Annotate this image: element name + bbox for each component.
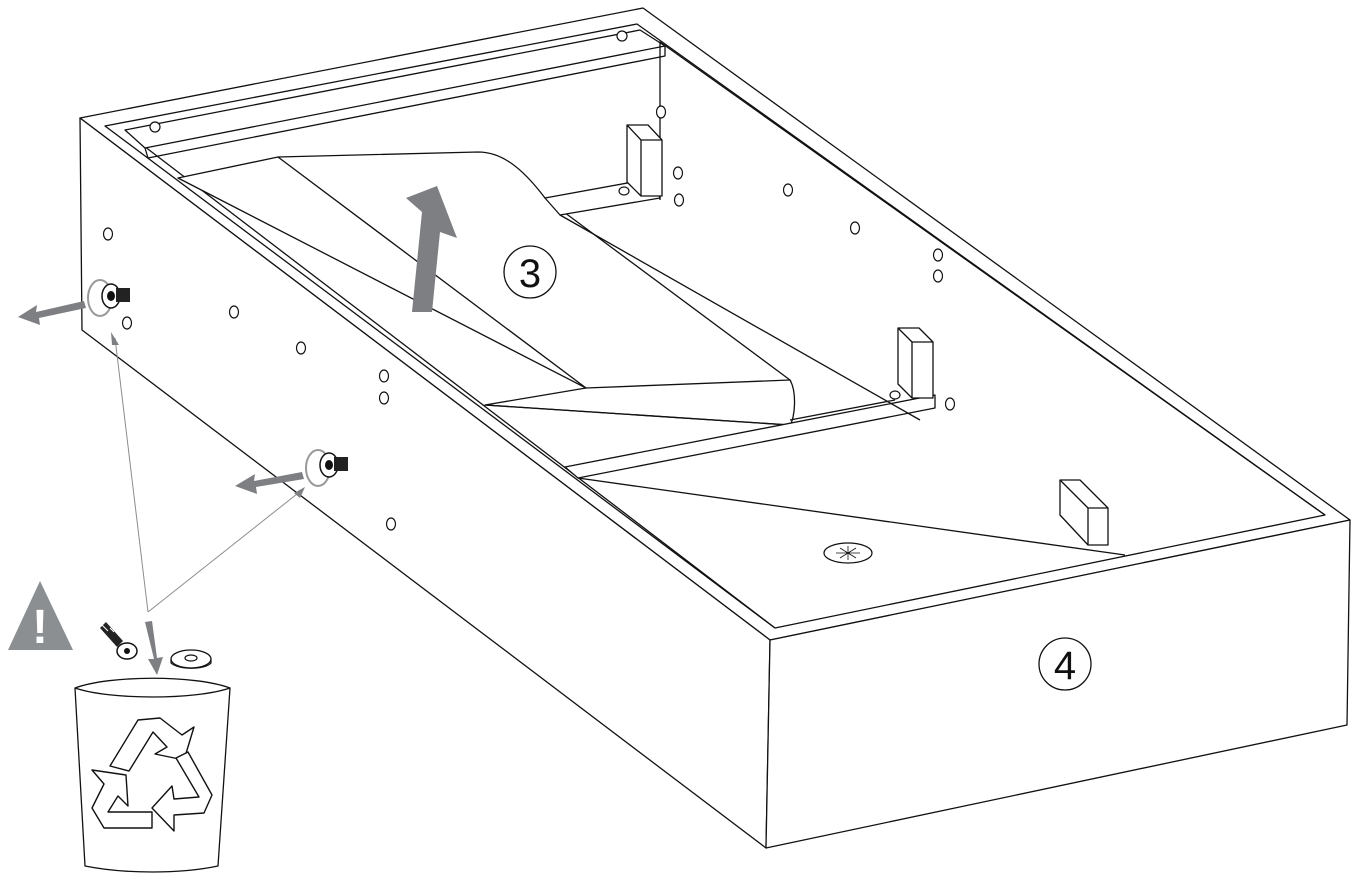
step-4-callout: 4	[1038, 637, 1092, 691]
arrow-left-1	[18, 301, 86, 325]
support-block-3	[1059, 479, 1109, 546]
lift-arrow-icon	[406, 186, 457, 312]
recycle-symbol-icon	[91, 717, 213, 832]
recycling-bin-icon	[74, 677, 231, 873]
bed-frame	[79, 7, 1351, 849]
support-block-1	[626, 124, 663, 197]
frame-interior	[177, 42, 1126, 564]
arrow-left-2	[235, 472, 304, 494]
mounting-holes	[102, 30, 956, 531]
removal-arrows	[18, 186, 457, 494]
step-3-callout: 3	[503, 245, 557, 299]
discard-arrow-icon	[145, 621, 163, 675]
leader-lines	[111, 332, 305, 675]
support-block-2	[897, 327, 934, 399]
fastener-1	[87, 279, 130, 317]
washer-icon	[170, 649, 212, 669]
warning-icon: !	[8, 581, 73, 654]
fastener-2	[305, 449, 348, 487]
step-3-label: 3	[519, 252, 541, 296]
screw-icon	[100, 620, 138, 660]
step-4-label: 4	[1054, 644, 1076, 688]
cross-rail-middle	[564, 394, 936, 479]
warning-symbol: !	[32, 601, 48, 654]
